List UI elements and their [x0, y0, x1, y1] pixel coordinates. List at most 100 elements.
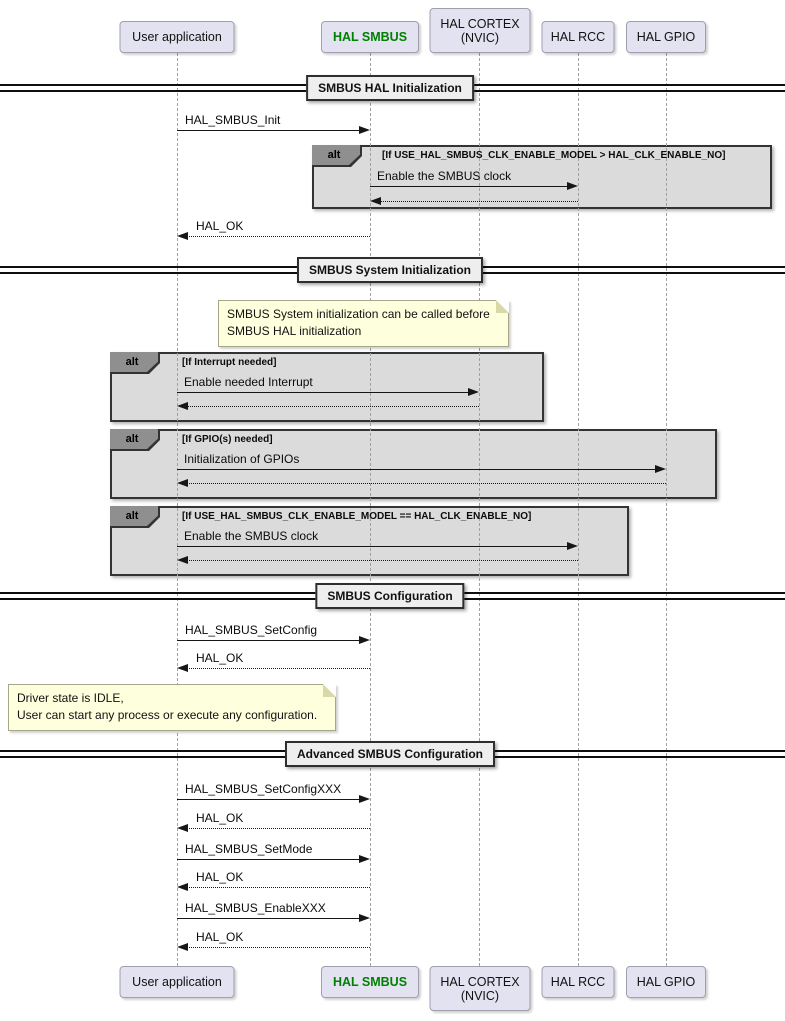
participant-label: HAL RCC [550, 30, 606, 44]
arrowhead-right-icon [359, 855, 370, 863]
return-line [185, 236, 370, 237]
alt-condition-clk-enable-gt: [If USE_HAL_SMBUS_CLK_ENABLE_MODEL > HAL… [382, 150, 726, 161]
arrowhead-right-icon [468, 388, 479, 396]
arrowhead-left-icon [177, 556, 188, 564]
alt-keyword: alt [312, 145, 360, 165]
arrowhead-right-icon [359, 795, 370, 803]
alt-keyword-label: alt [125, 510, 139, 522]
message-label-hal-ok: HAL_OK [196, 811, 244, 825]
note-line: User can start any process or execute an… [17, 708, 318, 723]
message-label-initialization-of-gpios: Initialization of GPIOs [184, 452, 300, 466]
arrowhead-right-icon [655, 465, 666, 473]
message-line-hal-smbus-setmode [177, 859, 362, 860]
participant-label: User application [132, 975, 222, 989]
return-line [185, 947, 370, 948]
alt-condition-clk-enable-eq: [If USE_HAL_SMBUS_CLK_ENABLE_MODEL == HA… [182, 511, 532, 522]
alt-condition-gpio-needed: [If GPIO(s) needed] [182, 434, 273, 445]
alt-keyword: alt [110, 506, 158, 526]
arrowhead-left-icon [177, 883, 188, 891]
note-line: SMBUS System initialization can be calle… [227, 307, 490, 321]
participant-label: HAL CORTEX [440, 16, 520, 31]
lifeline-hal-gpio [666, 53, 667, 966]
arrowhead-left-icon [370, 197, 381, 205]
alt-keyword: alt [110, 429, 158, 449]
alt-tab: alt [110, 429, 160, 451]
participant-hal-smbus-top: HAL SMBUS [321, 21, 419, 53]
message-label-hal-smbus-setconfigxxx: HAL_SMBUS_SetConfigXXX [185, 782, 342, 796]
return-line [185, 887, 370, 888]
divider-label-smbus-configuration: SMBUS Configuration [315, 583, 465, 609]
participant-user-application-bottom: User application [119, 966, 235, 998]
participant-hal-gpio-bottom: HAL GPIO [626, 966, 706, 998]
alt-frame-clk-enable-eq [110, 506, 629, 576]
arrowhead-left-icon [177, 943, 188, 951]
arrowhead-right-icon [567, 182, 578, 190]
arrowhead-left-icon [177, 402, 188, 410]
message-line-hal-smbus-enablexxx [177, 918, 362, 919]
arrowhead-right-icon [359, 914, 370, 922]
divider-label-smbus-hal-initialization: SMBUS HAL Initialization [306, 75, 474, 101]
participant-label: HAL SMBUS [332, 975, 408, 989]
message-label-hal-ok: HAL_OK [196, 870, 244, 884]
participant-label: User application [132, 30, 222, 44]
participant-user-application-top: User application [119, 21, 235, 53]
return-line [185, 560, 578, 561]
arrowhead-right-icon [359, 126, 370, 134]
alt-tab: alt [110, 506, 160, 528]
alt-keyword-label: alt [327, 149, 341, 161]
note-system-init: SMBUS System initialization can be calle… [218, 300, 509, 347]
participant-label: HAL GPIO [636, 975, 696, 989]
message-label-enable-needed-interrupt: Enable needed Interrupt [184, 375, 313, 389]
arrowhead-left-icon [177, 232, 188, 240]
lifeline-hal-cortex [479, 53, 480, 966]
arrowhead-left-icon [177, 824, 188, 832]
message-label-hal-ok: HAL_OK [196, 930, 244, 944]
return-line [378, 201, 578, 202]
message-line-hal-smbus-setconfigxxx [177, 799, 362, 800]
message-label-hal-smbus-init: HAL_SMBUS_Init [185, 113, 281, 127]
alt-condition-interrupt-needed: [If Interrupt needed] [182, 357, 277, 368]
message-line-enable-smbus-clock [370, 186, 570, 187]
message-label-enable-smbus-clock: Enable the SMBUS clock [377, 169, 512, 183]
alt-frame-gpio-needed [110, 429, 717, 499]
message-label-enable-smbus-clock: Enable the SMBUS clock [184, 529, 319, 543]
participant-label: HAL CORTEX [440, 974, 520, 989]
alt-keyword-label: alt [125, 433, 139, 445]
arrowhead-left-icon [177, 479, 188, 487]
participant-hal-gpio-top: HAL GPIO [626, 21, 706, 53]
participant-hal-rcc-top: HAL RCC [541, 21, 615, 53]
message-line-hal-smbus-init [177, 130, 362, 131]
message-line-hal-smbus-setconfig [177, 640, 362, 641]
alt-frame-interrupt-needed [110, 352, 544, 422]
arrowhead-right-icon [567, 542, 578, 550]
message-line-initialization-of-gpios [177, 469, 658, 470]
arrowhead-right-icon [359, 636, 370, 644]
divider-label-smbus-system-initialization: SMBUS System Initialization [296, 257, 484, 283]
participant-label: HAL SMBUS [332, 30, 408, 44]
participant-hal-cortex-bottom: HAL CORTEX(NVIC) [429, 966, 531, 1011]
return-line [185, 668, 370, 669]
return-line [185, 483, 666, 484]
message-label-hal-smbus-setmode: HAL_SMBUS_SetMode [185, 842, 313, 856]
lifeline-hal-smbus [370, 53, 371, 966]
alt-frame-clk-enable-gt [312, 145, 772, 209]
lifeline-hal-rcc [578, 53, 579, 966]
participant-hal-rcc-bottom: HAL RCC [541, 966, 615, 998]
participant-label: (NVIC) [460, 988, 500, 1003]
participant-hal-cortex-top: HAL CORTEX(NVIC) [429, 8, 531, 53]
message-label-hal-ok: HAL_OK [196, 219, 244, 233]
message-label-hal-ok: HAL_OK [196, 651, 244, 665]
participant-label: (NVIC) [460, 30, 500, 45]
participant-hal-smbus-bottom: HAL SMBUS [321, 966, 419, 998]
alt-keyword-label: alt [125, 356, 139, 368]
note-line: Driver state is IDLE, [17, 691, 124, 705]
message-line-enable-smbus-clock [177, 546, 570, 547]
note-line: SMBUS HAL initialization [227, 324, 362, 339]
message-line-enable-needed-interrupt [177, 392, 471, 393]
divider-label-advanced-smbus-configuration: Advanced SMBUS Configuration [284, 741, 496, 767]
arrowhead-left-icon [177, 664, 188, 672]
lifeline-user-application [177, 53, 178, 966]
alt-tab: alt [312, 145, 362, 167]
return-line [185, 406, 479, 407]
